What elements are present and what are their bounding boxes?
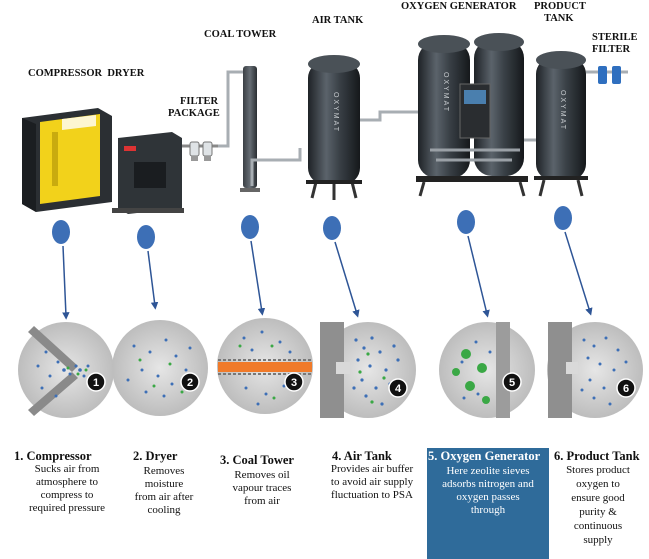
brand-label-generator: OXYMAT xyxy=(442,72,449,113)
step-3-title: 3. Coal Tower xyxy=(220,453,294,467)
detail-number-3: 3 xyxy=(291,377,297,389)
step-marker-2 xyxy=(137,225,155,249)
label-filter-package-line-2: PACKAGE xyxy=(168,108,220,119)
arrow-3 xyxy=(250,240,266,316)
step-arrows xyxy=(62,231,593,320)
step-6-title: 6. Product Tank xyxy=(554,449,640,463)
step-2-description: Removes moisture from air after cooling xyxy=(122,465,206,517)
detail-number-5: 5 xyxy=(509,377,515,389)
filter-package-icon xyxy=(182,141,220,161)
step-6-description: Stores product oxygen to ensure good pur… xyxy=(552,463,644,547)
label-filter-package-line-1: FILTER xyxy=(180,96,219,107)
step-5-desc-line-2: adsorbs nitrogen and xyxy=(442,478,534,490)
step-5-desc-line-3: oxygen passes xyxy=(456,491,520,503)
step-1-title: 1. Compressor xyxy=(14,449,92,463)
detail-number-3-badge xyxy=(284,372,304,392)
step-6-desc-line-2: oxygen to xyxy=(576,478,620,490)
step-marker-5 xyxy=(457,210,475,234)
step-1-desc-line-1: Sucks air from xyxy=(34,463,100,475)
step-6-desc-line-4: purity & xyxy=(579,506,617,518)
label-product-tank-line-1: PRODUCT xyxy=(534,1,586,12)
label-sterile-filter-line-2: FILTER xyxy=(592,44,631,55)
detail-circle-product-tank xyxy=(547,322,643,418)
step-2-desc-line-3: from air after xyxy=(134,491,194,503)
label-sterile-filter-line-1: STERILE xyxy=(592,32,638,43)
step-markers xyxy=(52,206,572,249)
brand-label-air-tank: OXYMAT xyxy=(332,92,339,133)
step-3-description: Removes oil vapour traces from air xyxy=(218,469,306,508)
air-tank-icon xyxy=(306,55,420,200)
step-1-desc-line-3: compress to xyxy=(40,489,94,501)
label-oxygen-generator: OXYGEN GENERATOR xyxy=(401,1,517,12)
step-2-desc-line-1: Removes xyxy=(143,465,185,477)
detail-number-6: 6 xyxy=(623,383,629,395)
step-6-desc-line-5: continuous xyxy=(573,520,623,532)
product-tank-icon xyxy=(524,51,588,197)
step-marker-4 xyxy=(323,216,341,240)
detail-circle-coal-tower xyxy=(217,318,313,414)
oxygen-generator-highlight-panel xyxy=(427,448,549,559)
detail-number-1-badge xyxy=(86,372,106,392)
label-product-tank-line-2: TANK xyxy=(544,13,574,24)
brand-label-product-tank: OXYMAT xyxy=(559,90,566,131)
arrow-6 xyxy=(564,231,593,316)
step-marker-3 xyxy=(241,215,259,239)
detail-number-4: 4 xyxy=(395,383,402,395)
arrow-4 xyxy=(334,241,360,318)
label-air-tank: AIR TANK xyxy=(312,15,364,26)
step-4-description: Provides air buffer to avoid air supply … xyxy=(318,463,426,502)
step-6-desc-line-3: ensure good xyxy=(571,492,625,504)
step-3-desc-line-2: vapour traces xyxy=(232,482,292,494)
step-4-title: 4. Air Tank xyxy=(332,449,392,463)
detail-number-6-badge xyxy=(616,378,636,398)
detail-number-1: 1 xyxy=(93,377,99,389)
step-2-desc-line-2: moisture xyxy=(144,478,184,490)
step-marker-1 xyxy=(52,220,70,244)
detail-circle-air-tank xyxy=(320,322,416,418)
step-2-title: 2. Dryer xyxy=(133,449,178,463)
detail-number-4-badge xyxy=(388,378,408,398)
step-2-desc-line-4: cooling xyxy=(147,504,181,516)
step-5-title: 5. Oxygen Generator xyxy=(428,449,541,463)
step-5-desc-line-1: Here zeolite sieves xyxy=(446,465,530,477)
step-3-desc-line-1: Removes oil xyxy=(234,469,290,481)
dryer-unit-icon xyxy=(112,132,184,214)
step-6-desc-line-6: supply xyxy=(583,534,613,546)
step-6-desc-line-1: Stores product xyxy=(566,464,630,476)
label-coal-tower: COAL TOWER xyxy=(204,29,277,40)
label-compressor-dryer: COMPRESSOR DRYER xyxy=(28,68,145,79)
step-1-desc-line-4: required pressure xyxy=(28,502,106,514)
step-4-desc-line-2: to avoid air supply xyxy=(330,476,414,488)
detail-number-2-badge xyxy=(180,372,200,392)
step-1-description: Sucks air from atmosphere to compress to… xyxy=(8,463,126,515)
sterile-filter-icon xyxy=(586,66,628,84)
step-marker-6 xyxy=(554,206,572,230)
step-4-desc-line-1: Provides air buffer xyxy=(330,463,414,475)
arrow-5 xyxy=(467,235,490,318)
arrow-2 xyxy=(147,250,159,310)
detail-circle-oxygen-generator xyxy=(439,322,535,418)
step-1-desc-line-2: atmosphere to xyxy=(35,476,98,488)
coal-tower-icon xyxy=(218,66,302,192)
compressor-unit-icon xyxy=(22,108,112,212)
detail-circle-compressor xyxy=(18,322,114,418)
detail-number-2: 2 xyxy=(187,377,193,389)
step-3-desc-line-3: from air xyxy=(244,495,280,507)
arrow-1 xyxy=(62,245,70,320)
oxygen-generator-icon xyxy=(416,33,528,197)
step-5-desc-line-4: through xyxy=(470,504,506,516)
step-5-description: Here zeolite sieves adsorbs nitrogen and… xyxy=(428,465,548,517)
detail-number-5-badge xyxy=(502,372,522,392)
step-4-desc-line-3: fluctuation to PSA xyxy=(331,489,413,501)
detail-circle-dryer xyxy=(112,320,208,416)
